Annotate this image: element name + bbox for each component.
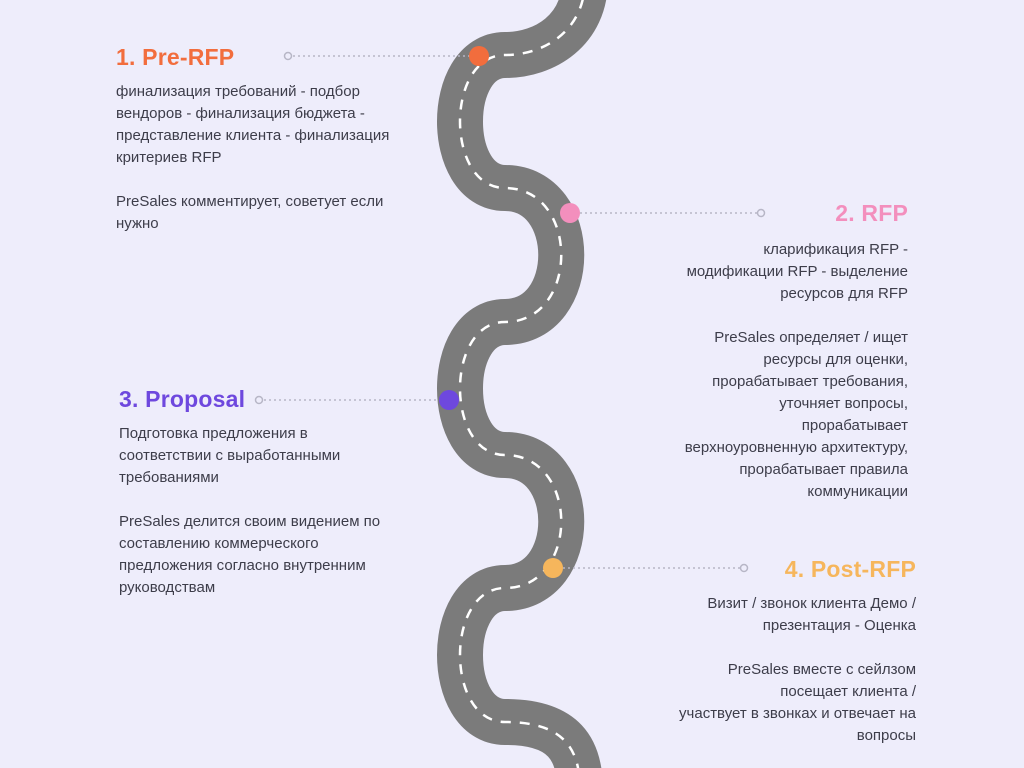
road-center-line	[458, 0, 584, 768]
milestone-dot-pre-rfp	[469, 46, 489, 66]
milestone-dot-post-rfp	[543, 558, 563, 578]
step-post-rfp: 4. Post-RFP Визит / звонок клиента Демо …	[616, 556, 916, 747]
step-title: 3. Proposal	[119, 386, 246, 412]
step-presales-note: PreSales комментирует, советует если нуж…	[116, 193, 384, 232]
step-description: Визит / звонок клиента Демо / презентаци…	[707, 595, 916, 634]
step-description: финализация требований - подбор вендоров…	[116, 83, 390, 166]
step-presales-note: PreSales определяет / ищет ресурсы для о…	[684, 329, 908, 500]
step-presales-note: PreSales вместе с сейлзом посещает клиен…	[679, 661, 916, 744]
step-description: Подготовка предложения в соответствии с …	[119, 425, 341, 486]
step-proposal: 3. Proposal Подготовка предложения в соо…	[119, 386, 439, 599]
step-title: 1. Pre-RFP	[116, 44, 235, 70]
milestone-dot-rfp	[560, 203, 580, 223]
road-path	[437, 0, 606, 768]
connector-end-2	[756, 208, 766, 218]
step-description: кларификация RFP - модификации RFP - выд…	[686, 241, 908, 302]
milestone-dot-proposal	[439, 390, 459, 410]
connector-end-1	[283, 51, 293, 61]
step-title: 4. Post-RFP	[784, 556, 916, 582]
step-title: 2. RFP	[835, 200, 908, 226]
connector-end-4	[739, 563, 749, 573]
step-presales-note: PreSales делится своим видением по соста…	[119, 513, 381, 596]
step-pre-rfp: 1. Pre-RFP финализация требований - подб…	[116, 44, 436, 235]
connector-end-3	[254, 395, 264, 405]
step-rfp: 2. RFP кларификация RFP - модификации RF…	[600, 200, 908, 503]
